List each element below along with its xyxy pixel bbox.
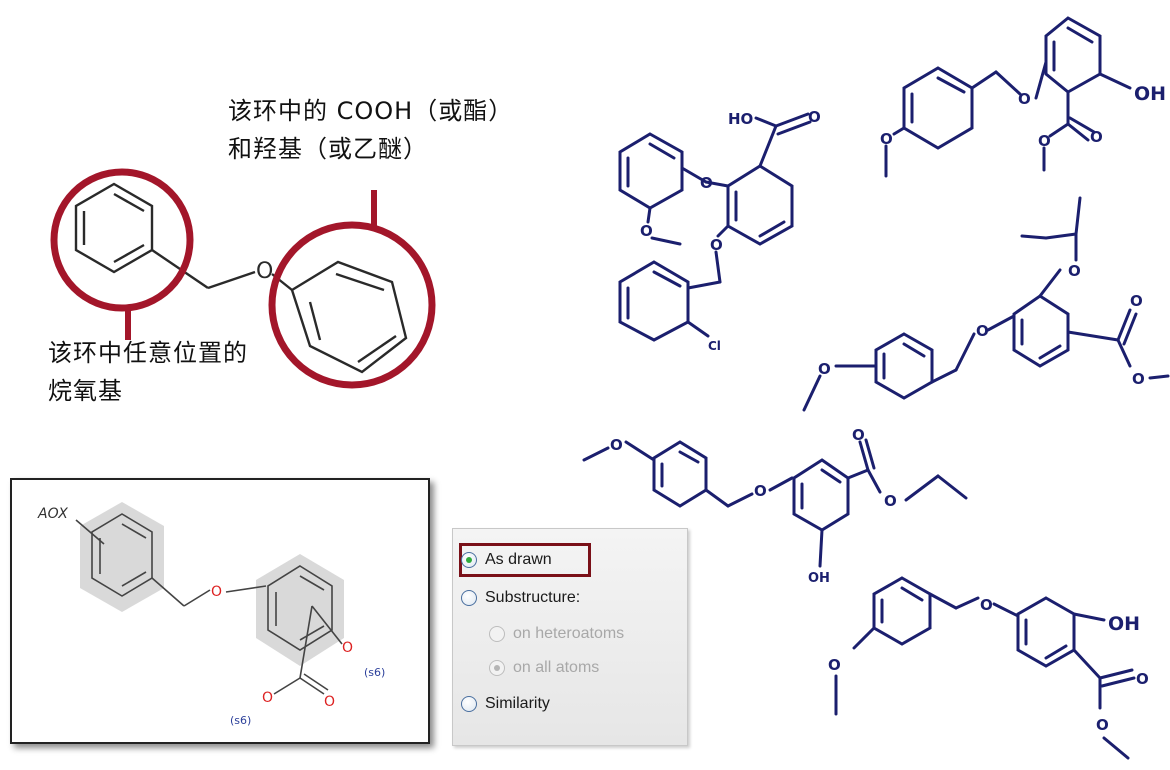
query-o-label-4: O [324,694,335,710]
left-ring-annotation-line2: 烷氧基 [48,377,123,405]
result-molecule-3 [802,196,1170,412]
result-molecule-2 [884,16,1132,178]
right-ring-annotation-line1: 该环中的 COOH（或酯） [228,97,514,125]
mol3-ester-o-label: O [1132,370,1145,388]
on-heteroatoms-radio [489,626,505,642]
query-structure-drawing: AOX O O O O (s6) (s6) [37,502,385,727]
ether-oxygen-label: O [256,259,273,284]
mol2-ether-o-label: O [1018,90,1031,108]
mol4-oh-label: OH [808,571,830,586]
substructure-label: Substructure: [485,589,581,606]
mol3-ether-o-label: O [976,322,989,340]
result-molecule-1 [618,112,812,342]
option-on-heteroatoms: on heteroatoms [489,621,624,647]
mol1-methoxy-o-label: O [640,222,653,240]
mol5-methoxy-o-label: O [828,656,841,674]
substructure-radio[interactable] [461,590,477,606]
mol2-oh-label: OH [1134,83,1166,105]
as-drawn-radio[interactable] [461,552,477,568]
option-on-all-atoms: on all atoms [489,655,599,681]
query-right-ring-halo [256,554,344,666]
mol1-ether-o-label-2: O [710,236,723,254]
mol3-isopropoxy-o-label: O [1068,262,1081,280]
mol2-methoxy-o-label: O [880,130,893,148]
mol2-carbonyl-o-label: O [1090,128,1103,146]
query-o-label-3: O [262,690,273,706]
similarity-label: Similarity [485,695,550,712]
mol4-ester-o-label: O [884,492,897,510]
as-drawn-label: As drawn [485,551,552,568]
mol4-carbonyl-o-label: O [852,426,865,444]
right-benzene-ring [290,260,408,374]
mol2-ester-o-label: O [1038,132,1051,150]
left-benzene-ring [74,182,154,274]
result-molecule-4 [582,438,968,568]
option-as-drawn[interactable]: As drawn [461,547,552,573]
mol1-ether-o-label-1: O [700,174,713,192]
result-molecule-5 [834,576,1136,760]
on-all-atoms-label: on all atoms [513,659,600,676]
mol1-cl-label: Cl [708,339,721,353]
mol4-methoxy-o-label: O [610,436,623,454]
mol4-ether-o-label: O [754,482,767,500]
left-ring-annotation-line1: 该环中任意位置的 [48,339,248,367]
right-ring-highlight-circle [268,221,436,389]
on-heteroatoms-label: on heteroatoms [513,625,625,642]
mol5-carbonyl-o-label: O [1136,670,1149,688]
query-s6-label-bottom: (s6) [230,714,251,727]
left-ring-annotation: 该环中任意位置的 烷氧基 [48,334,248,410]
right-ring-annotation: 该环中的 COOH（或酯） 和羟基（或乙醚） [228,92,513,168]
mol3-methoxy-o-label: O [818,360,831,378]
query-structure-box: AOX O O O O (s6) (s6) [10,478,430,744]
mol3-carbonyl-o-label: O [1130,292,1143,310]
left-ring-highlight-circle [50,168,194,312]
mol5-ester-o-label: O [1096,716,1109,734]
right-ring-annotation-line2: 和羟基（或乙醚） [228,135,428,163]
query-s6-label-right: (s6) [364,666,385,679]
search-options-panel: As drawn Substructure: on heteroatoms on… [452,528,688,746]
query-left-ring-halo [80,502,164,612]
mol1-carbonyl-o-label: O [808,108,821,126]
similarity-radio[interactable] [461,696,477,712]
as-drawn-selection-box [459,543,591,577]
query-o-label-2: O [342,640,353,656]
option-similarity[interactable]: Similarity [461,691,550,717]
query-aox-label: AOX [37,506,68,522]
mol5-oh-label: OH [1108,613,1140,635]
mol1-ho-label: HO [728,110,753,128]
option-substructure[interactable]: Substructure: [461,585,580,611]
mol5-ether-o-label: O [980,596,993,614]
on-all-atoms-radio [489,660,505,676]
query-o-label-1: O [211,584,222,600]
